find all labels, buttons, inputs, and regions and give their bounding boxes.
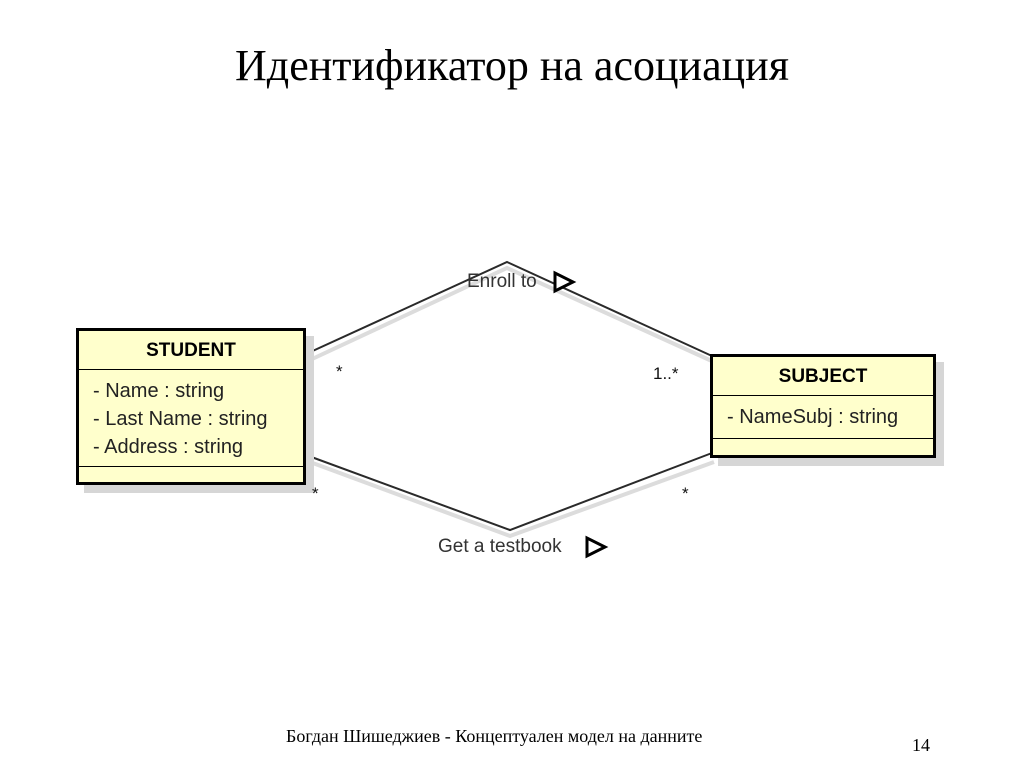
subject-attribute: - NameSubj : string xyxy=(727,406,899,428)
student-attribute: - Name : string xyxy=(93,380,225,402)
student-attribute: - Last Name : string xyxy=(93,408,268,430)
student-attribute: - Address : string xyxy=(93,436,244,458)
slide-title: Идентификатор на асоциация xyxy=(235,41,789,90)
subject-class[interactable]: SUBJECT - NameSubj : string xyxy=(710,354,936,458)
testbook-student-multiplicity: * xyxy=(312,484,319,503)
subject-class-name: SUBJECT xyxy=(713,357,933,396)
enroll-association-shadow xyxy=(309,265,715,364)
enroll-association-label: Enroll to xyxy=(467,271,537,292)
student-class-name: STUDENT xyxy=(79,331,303,370)
testbook-association-shadow xyxy=(309,460,715,539)
testbook-association-label: Get a testbook xyxy=(438,536,562,557)
enroll-association-line xyxy=(305,260,713,357)
student-attributes: - Name : string - Last Name : string - A… xyxy=(79,370,303,467)
testbook-association-line xyxy=(305,452,713,532)
testbook-subject-multiplicity: * xyxy=(682,484,689,503)
enroll-student-multiplicity: * xyxy=(336,362,343,381)
page-number: 14 xyxy=(912,735,930,755)
student-class[interactable]: STUDENT - Name : string - Last Name : st… xyxy=(76,328,306,485)
enroll-subject-multiplicity: 1..* xyxy=(653,364,679,383)
testbook-direction-arrow-icon xyxy=(585,535,609,559)
footer-text: Богдан Шишеджиев - Концептуален модел на… xyxy=(286,726,703,746)
enroll-direction-arrow-icon xyxy=(553,270,577,294)
subject-attributes: - NameSubj : string xyxy=(713,396,933,439)
